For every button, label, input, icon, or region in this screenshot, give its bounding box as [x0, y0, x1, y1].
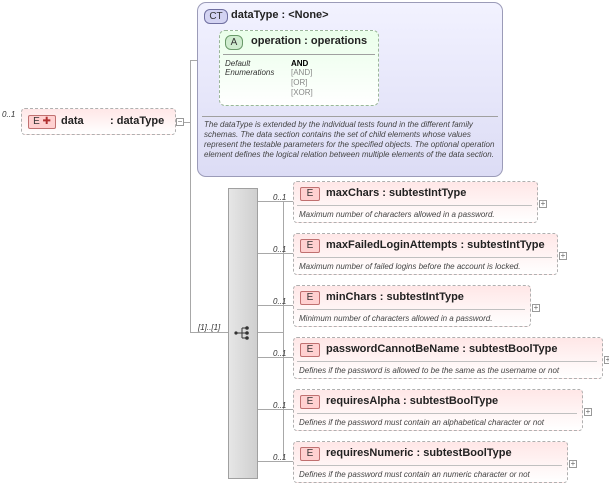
sequence-compositor[interactable] [228, 188, 258, 479]
attribute-operation[interactable]: A operation : operations Default AND Enu… [219, 30, 379, 106]
child-occurs: 0..1 [273, 349, 287, 358]
sequence-occurs: [1]..[1] [198, 323, 221, 332]
element-title: passwordCannotBeName : subtestBoolType [326, 343, 558, 355]
child-occurs: 0..1 [273, 401, 287, 410]
connector-children [283, 202, 284, 459]
element-title: requiresNumeric : subtestBoolType [326, 447, 512, 459]
expand-plus-icon: ✚ [39, 116, 51, 127]
element-description: Defines if the password must contain an … [299, 470, 530, 479]
element-title: maxChars : subtestIntType [326, 187, 467, 199]
element-description: Maximum number of characters allowed in … [299, 210, 495, 219]
connector-child [258, 253, 293, 254]
enum-xor: [XOR] [291, 88, 313, 97]
expand-icon[interactable]: + [584, 407, 592, 416]
connector-seq [190, 332, 228, 333]
connector-seq-out [258, 332, 283, 333]
root-occurs: 0..1 [2, 110, 16, 119]
connector-child [258, 305, 293, 306]
element-title: requiresAlpha : subtestBoolType [326, 395, 499, 407]
complex-type-divider [202, 116, 498, 117]
element-description: Maximum number of failed logins before t… [299, 262, 521, 271]
element-description: Minimum number of characters allowed in … [299, 314, 493, 323]
element-icon: E [300, 395, 320, 409]
element-description: Defines if the password must contain an … [299, 418, 545, 427]
child-occurs: 0..1 [273, 453, 287, 462]
element-title: maxFailedLoginAttempts : subtestIntType [326, 239, 545, 251]
element-description: Defines if the password is allowed to be… [299, 366, 560, 375]
element-icon: E [300, 447, 320, 461]
element-divider [297, 257, 552, 258]
sequence-icon [234, 326, 249, 340]
attribute-icon: A [225, 35, 243, 50]
expand-icon[interactable]: + [532, 303, 540, 312]
element-divider [297, 309, 525, 310]
element-title: minChars : subtestIntType [326, 291, 464, 303]
element-divider [297, 413, 577, 414]
expand-icon[interactable]: + [559, 251, 567, 260]
enum-and: [AND] [291, 68, 313, 77]
default-value: AND [291, 59, 309, 68]
complex-type-icon: CT [204, 9, 228, 24]
child-occurs: 0..1 [273, 193, 287, 202]
connector-trunk [190, 60, 191, 332]
element-icon: E [300, 343, 320, 357]
complex-type-title: dataType : <None> [231, 9, 329, 21]
attribute-divider [223, 54, 375, 55]
child-occurs: 0..1 [273, 245, 287, 254]
root-name: data [61, 115, 84, 127]
connector-child [258, 357, 293, 358]
connector-root [184, 122, 190, 123]
element-divider [297, 205, 532, 206]
element-icon: E ✚ [28, 115, 56, 129]
collapse-icon[interactable]: − [176, 117, 184, 126]
child-occurs: 0..1 [273, 297, 287, 306]
element-icon: E [300, 187, 320, 201]
connector-child [258, 409, 293, 410]
complex-type-description: The dataType is extended by the individu… [204, 120, 495, 159]
element-divider [297, 361, 597, 362]
default-label: Default [225, 59, 251, 68]
enum-or: [OR] [291, 78, 308, 87]
root-type: : dataType [110, 115, 165, 127]
root-element-data[interactable]: E ✚ data : dataType [21, 108, 176, 135]
attribute-title: operation : operations [251, 35, 368, 47]
connector-child [258, 201, 293, 202]
expand-icon[interactable]: + [604, 356, 609, 364]
element-divider [297, 465, 562, 466]
connector-ct [190, 60, 198, 61]
complex-type-datatype[interactable]: CT dataType : <None> A operation : opera… [197, 2, 503, 177]
expand-icon[interactable]: + [569, 459, 577, 468]
element-icon: E [300, 239, 320, 253]
enumerations-label: Enumerations [225, 68, 275, 77]
expand-icon[interactable]: + [539, 199, 547, 208]
connector-child [258, 461, 293, 462]
element-icon: E [300, 291, 320, 305]
